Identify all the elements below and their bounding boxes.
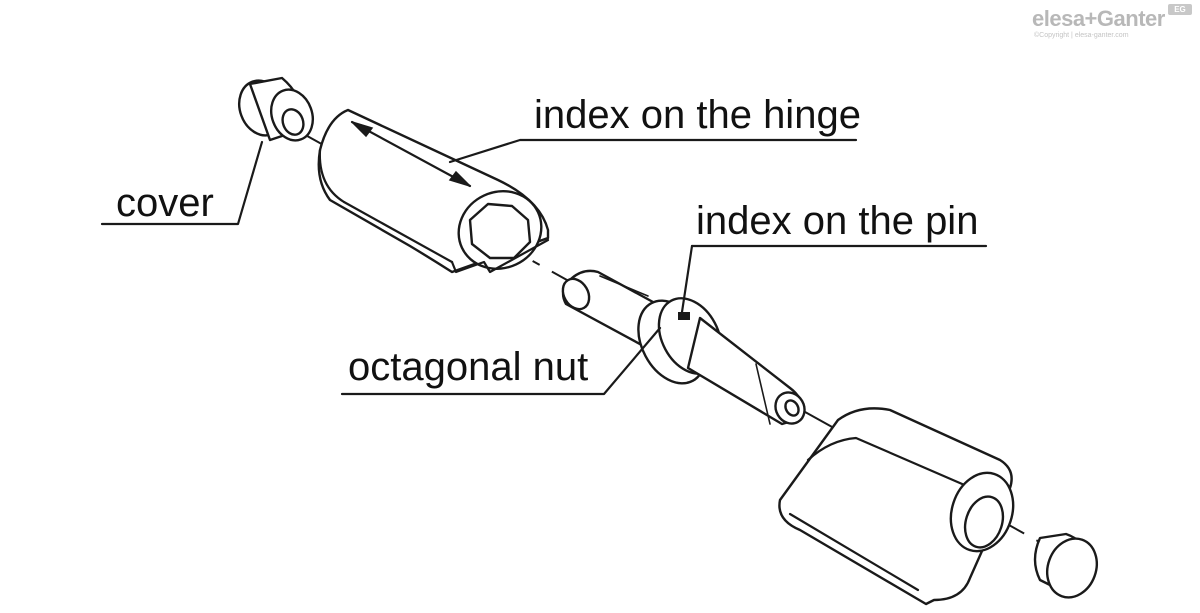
leader-index-pin-drop: [680, 244, 694, 314]
elesa-ganter-logo: elesa+Ganter EG ©Copyright | elesa-gante…: [1030, 4, 1198, 46]
label-octagonal-nut: octagonal nut: [348, 345, 588, 389]
label-index-on-pin: index on the pin: [696, 199, 978, 243]
logo-copyright: ©Copyright | elesa-ganter.com: [1034, 32, 1129, 39]
logo-badge: EG: [1168, 4, 1192, 15]
logo-brand-text: elesa+Ganter: [1032, 6, 1165, 31]
cover-cap-top: [238, 76, 314, 142]
leader-cover: [100, 140, 264, 226]
leader-lines: [100, 138, 988, 396]
cover-cap-bottom: [1033, 532, 1098, 599]
hinge-wing-upper: [317, 108, 550, 274]
hinge-block-lower: [778, 407, 1015, 606]
leader-octagonal-nut: [340, 326, 662, 396]
leader-index-hinge: [448, 138, 858, 164]
label-index-on-hinge: index on the hinge: [534, 93, 861, 137]
label-cover: cover: [116, 181, 214, 225]
